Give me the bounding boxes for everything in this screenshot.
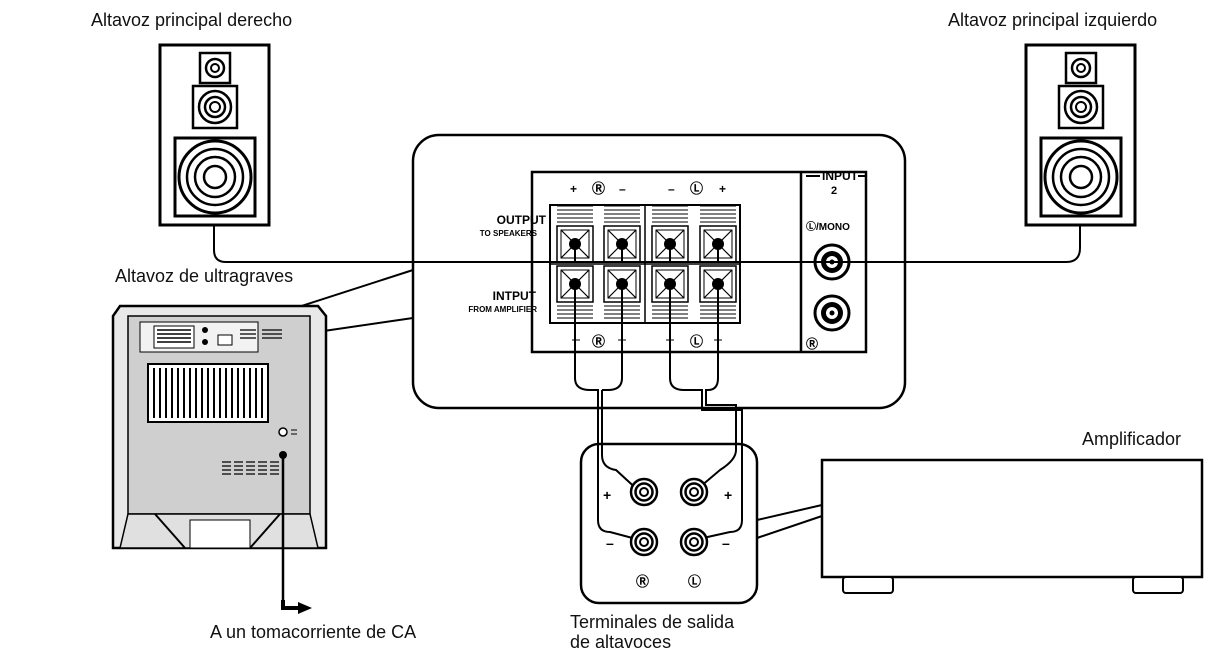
panel-output-title: OUTPUT bbox=[497, 213, 547, 227]
amplifier bbox=[820, 458, 1204, 594]
terminals-label-line2: de altavoces bbox=[570, 632, 672, 652]
amp-terminal-l-minus bbox=[679, 527, 709, 557]
amp-terminal-r-minus bbox=[629, 527, 659, 557]
panel-l-minus: – bbox=[668, 182, 675, 196]
panel-r-mark-top: Ⓡ bbox=[592, 181, 605, 196]
subwoofer-label: Altavoz de ultragraves bbox=[115, 266, 294, 286]
amp-l-mark: Ⓛ bbox=[688, 574, 701, 589]
amp-minus-right: – bbox=[722, 535, 730, 551]
rear-panel-zoom bbox=[226, 133, 907, 410]
ac-outlet-label: A un tomacorriente de CA bbox=[210, 622, 417, 642]
subwoofer bbox=[111, 304, 328, 614]
panel-input-title: INTPUT bbox=[493, 289, 537, 303]
amp-terminal-r-plus bbox=[629, 477, 659, 507]
left-speaker bbox=[1024, 43, 1137, 227]
left-speaker-label: Altavoz principal izquierdo bbox=[948, 10, 1158, 30]
right-speaker bbox=[158, 43, 271, 227]
panel-r-plus: + bbox=[570, 182, 577, 196]
panel-r-jack-mark: Ⓡ bbox=[806, 336, 818, 351]
panel-l-mark-top: Ⓛ bbox=[690, 181, 703, 196]
terminals-label-line1: Terminales de salida bbox=[570, 612, 735, 632]
amp-plus-left: + bbox=[603, 487, 611, 503]
rca-jack-r bbox=[813, 294, 851, 332]
panel-output-sub: TO SPEAKERS bbox=[480, 229, 538, 238]
amp-terminal-callout bbox=[579, 442, 823, 605]
amp-minus-left: – bbox=[606, 535, 614, 551]
right-speaker-label: Altavoz principal derecho bbox=[91, 10, 293, 30]
panel-input2-num: 2 bbox=[831, 185, 837, 197]
panel-l-mark-bottom: Ⓛ bbox=[690, 334, 703, 349]
amp-terminal-l-plus bbox=[679, 477, 709, 507]
panel-r-mark-bottom: Ⓡ bbox=[592, 334, 605, 349]
panel-l-plus: + bbox=[719, 182, 726, 196]
amp-r-mark: Ⓡ bbox=[636, 574, 649, 589]
amplifier-label: Amplificador bbox=[1082, 429, 1182, 449]
panel-mono-label: Ⓛ/MONO bbox=[806, 220, 850, 233]
panel-input-sub: FROM AMPLIFIER bbox=[468, 305, 537, 314]
amp-plus-right: + bbox=[724, 487, 732, 503]
panel-r-minus: – bbox=[619, 182, 626, 196]
panel-input2-title: INPUT bbox=[822, 169, 859, 183]
